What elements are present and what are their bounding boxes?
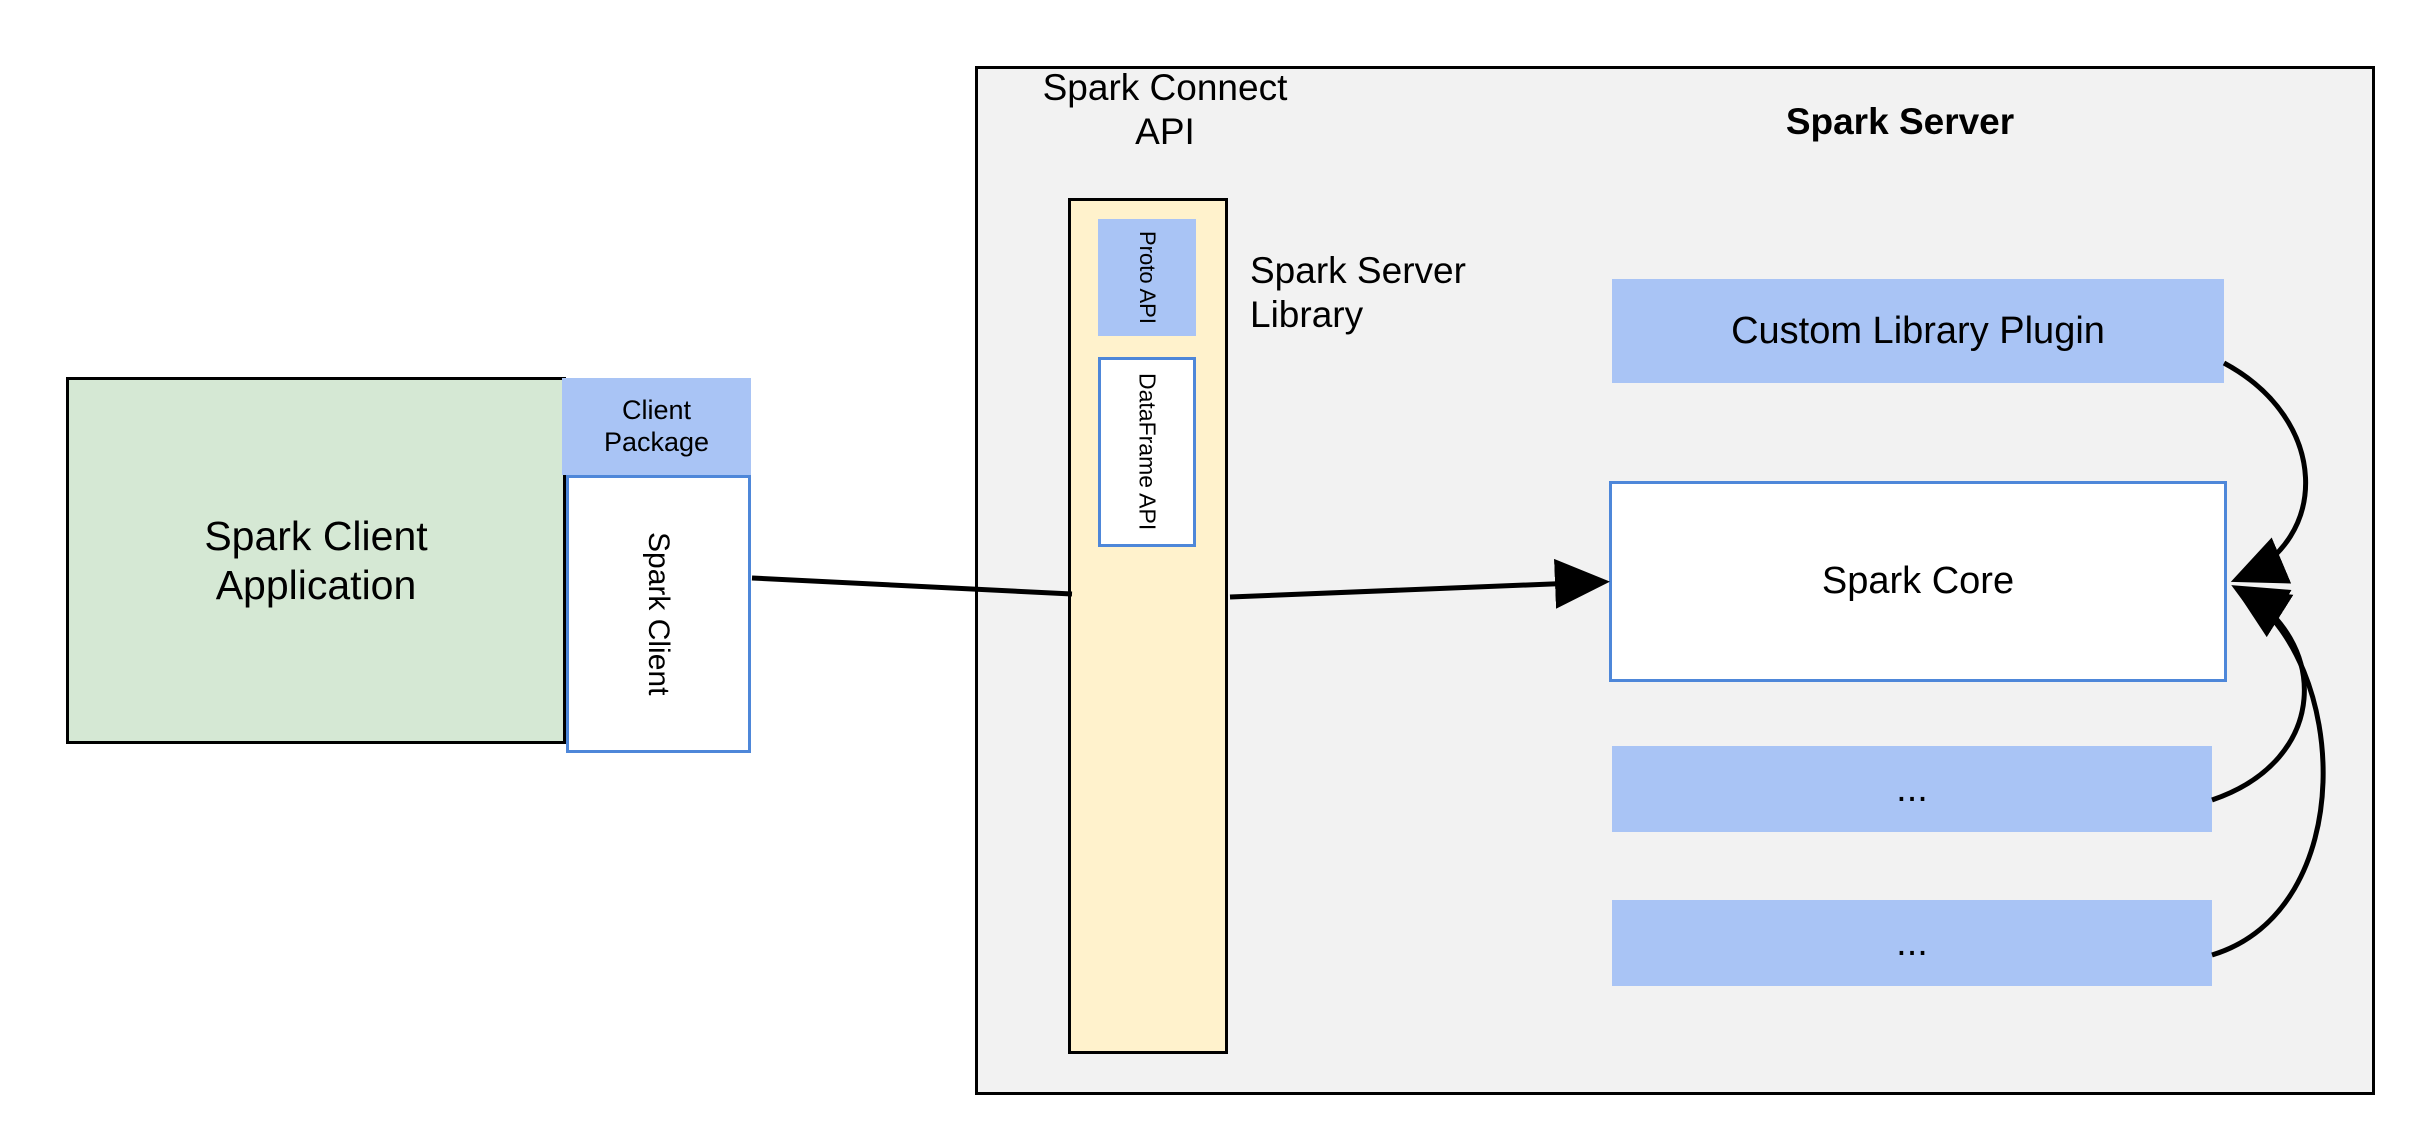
- spark-server-library-box: [1068, 198, 1228, 1054]
- dataframe-api-box[interactable]: DataFrame API: [1098, 357, 1196, 547]
- server-library-line1: Spark Server: [1250, 250, 1466, 292]
- server-library-line2: Library: [1250, 294, 1364, 335]
- spark-client-label: Spark Client: [642, 532, 676, 696]
- client-package-line1: Client: [621, 394, 692, 425]
- connect-api-line2: API: [1135, 111, 1195, 152]
- client-package-box[interactable]: Client Package: [562, 378, 751, 475]
- spark-core-box[interactable]: Spark Core: [1609, 481, 2227, 682]
- proto-api-label: Proto API: [1134, 231, 1160, 324]
- client-app-line2: Application: [215, 561, 417, 608]
- dataframe-api-label: DataFrame API: [1134, 373, 1161, 531]
- client-app-line1: Spark Client: [204, 513, 428, 560]
- spark-connect-api-label: Spark Connect API: [1005, 60, 1325, 160]
- spark-client-box[interactable]: Spark Client: [566, 475, 751, 753]
- connect-api-line1: Spark Connect: [1042, 67, 1288, 109]
- client-package-line2: Package: [603, 426, 710, 457]
- spark-client-application-box[interactable]: Spark Client Application: [66, 377, 566, 744]
- proto-api-box[interactable]: Proto API: [1098, 219, 1196, 336]
- custom-library-plugin-box[interactable]: Custom Library Plugin: [1612, 279, 2224, 383]
- ellipsis-box-two[interactable]: ...: [1612, 900, 2212, 986]
- spark-server-library-label: Spark Server Library: [1250, 243, 1550, 343]
- spark-server-title: Spark Server: [1785, 101, 2015, 143]
- ellipsis-box-one[interactable]: ...: [1612, 746, 2212, 832]
